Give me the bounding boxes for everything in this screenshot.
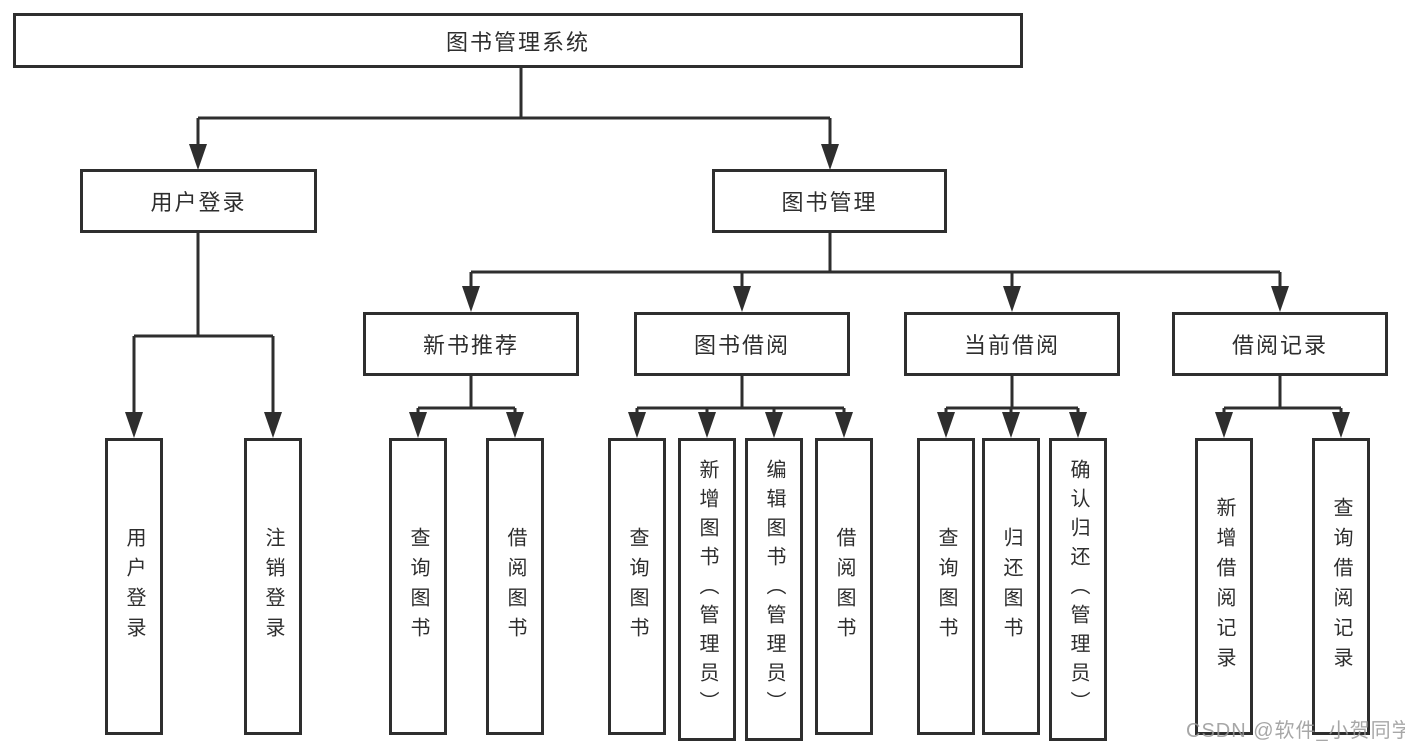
- arrow-down-icon: [765, 412, 783, 438]
- arrow-down-icon: [189, 144, 207, 170]
- connector-root-branch: [196, 65, 832, 146]
- connector-book-management-branch: [469, 233, 1282, 290]
- leaf-borrow-books-recommend: 借阅图书: [486, 438, 544, 735]
- arrow-down-icon: [506, 412, 524, 438]
- connector-borrow-records-branch: [1222, 376, 1343, 414]
- arrow-down-icon: [409, 412, 427, 438]
- node-borrow-records: 借阅记录: [1172, 312, 1388, 376]
- node-book-borrow: 图书借阅: [634, 312, 850, 376]
- arrow-down-icon: [125, 412, 143, 438]
- leaf-query-books-borrow: 查询图书: [608, 438, 666, 735]
- arrow-down-icon: [264, 412, 282, 438]
- connector-current-borrow-branch: [944, 376, 1080, 414]
- arrow-down-icon: [1332, 412, 1350, 438]
- leaf-query-books-recommend-label: 查询图书: [407, 526, 429, 647]
- node-borrow-records-label: 借阅记录: [1231, 333, 1328, 358]
- node-new-book-recommend-label: 新书推荐: [422, 333, 519, 358]
- node-book-management: 图书管理: [712, 169, 947, 233]
- node-user-login-label: 用户登录: [150, 190, 247, 215]
- leaf-query-books-borrow-label: 查询图书: [626, 526, 648, 647]
- leaf-add-book-admin: 新增图书（管理员）: [678, 438, 736, 741]
- leaf-borrow-books-label: 借阅图书: [833, 526, 855, 647]
- arrow-down-icon: [1271, 286, 1289, 312]
- leaf-logout-label: 注销登录: [262, 526, 284, 647]
- node-current-borrow: 当前借阅: [904, 312, 1120, 376]
- connector-user-login-branch: [132, 233, 275, 414]
- node-book-borrow-label: 图书借阅: [693, 333, 790, 358]
- leaf-borrow-books: 借阅图书: [815, 438, 873, 735]
- leaf-add-borrow-record-label: 新增借阅记录: [1213, 496, 1235, 677]
- arrow-down-icon: [628, 412, 646, 438]
- leaf-borrow-books-recommend-label: 借阅图书: [504, 526, 526, 647]
- leaf-edit-book-admin-label: 编辑图书（管理员）: [763, 459, 785, 720]
- leaf-query-books-current: 查询图书: [917, 438, 975, 735]
- leaf-confirm-return-admin: 确认归还（管理员）: [1049, 438, 1107, 741]
- arrow-down-icon: [733, 286, 751, 312]
- leaf-query-books-recommend: 查询图书: [389, 438, 447, 735]
- node-current-borrow-label: 当前借阅: [963, 333, 1060, 358]
- node-new-book-recommend: 新书推荐: [363, 312, 579, 376]
- connector-new-book-branch: [416, 376, 517, 414]
- watermark: CSDN @软件_小贺同学: [1186, 720, 1405, 742]
- arrow-down-icon: [835, 412, 853, 438]
- leaf-query-borrow-record-label: 查询借阅记录: [1330, 496, 1352, 677]
- node-root-label: 图书管理系统: [445, 29, 590, 55]
- arrow-down-icon: [1069, 412, 1087, 438]
- connector-book-borrow-branch: [635, 376, 846, 414]
- arrow-down-icon: [1002, 412, 1020, 438]
- node-user-login: 用户登录: [80, 169, 317, 233]
- leaf-user-login-label: 用户登录: [123, 526, 145, 647]
- leaf-query-borrow-record: 查询借阅记录: [1312, 438, 1370, 735]
- leaf-add-borrow-record: 新增借阅记录: [1195, 438, 1253, 735]
- arrow-down-icon: [462, 286, 480, 312]
- leaf-return-book: 归还图书: [982, 438, 1040, 735]
- leaf-add-book-admin-label: 新增图书（管理员）: [696, 459, 718, 720]
- leaf-confirm-return-admin-label: 确认归还（管理员）: [1067, 459, 1089, 720]
- leaf-logout: 注销登录: [244, 438, 302, 735]
- arrow-down-icon: [937, 412, 955, 438]
- node-book-management-label: 图书管理: [781, 190, 878, 215]
- leaf-edit-book-admin: 编辑图书（管理员）: [745, 438, 803, 741]
- leaf-user-login: 用户登录: [105, 438, 163, 735]
- leaf-return-book-label: 归还图书: [1000, 526, 1022, 647]
- arrow-down-icon: [1003, 286, 1021, 312]
- arrow-down-icon: [1215, 412, 1233, 438]
- arrow-down-icon: [821, 144, 839, 170]
- leaf-query-books-current-label: 查询图书: [935, 526, 957, 647]
- arrow-down-icon: [698, 412, 716, 438]
- node-root: 图书管理系统: [13, 13, 1023, 68]
